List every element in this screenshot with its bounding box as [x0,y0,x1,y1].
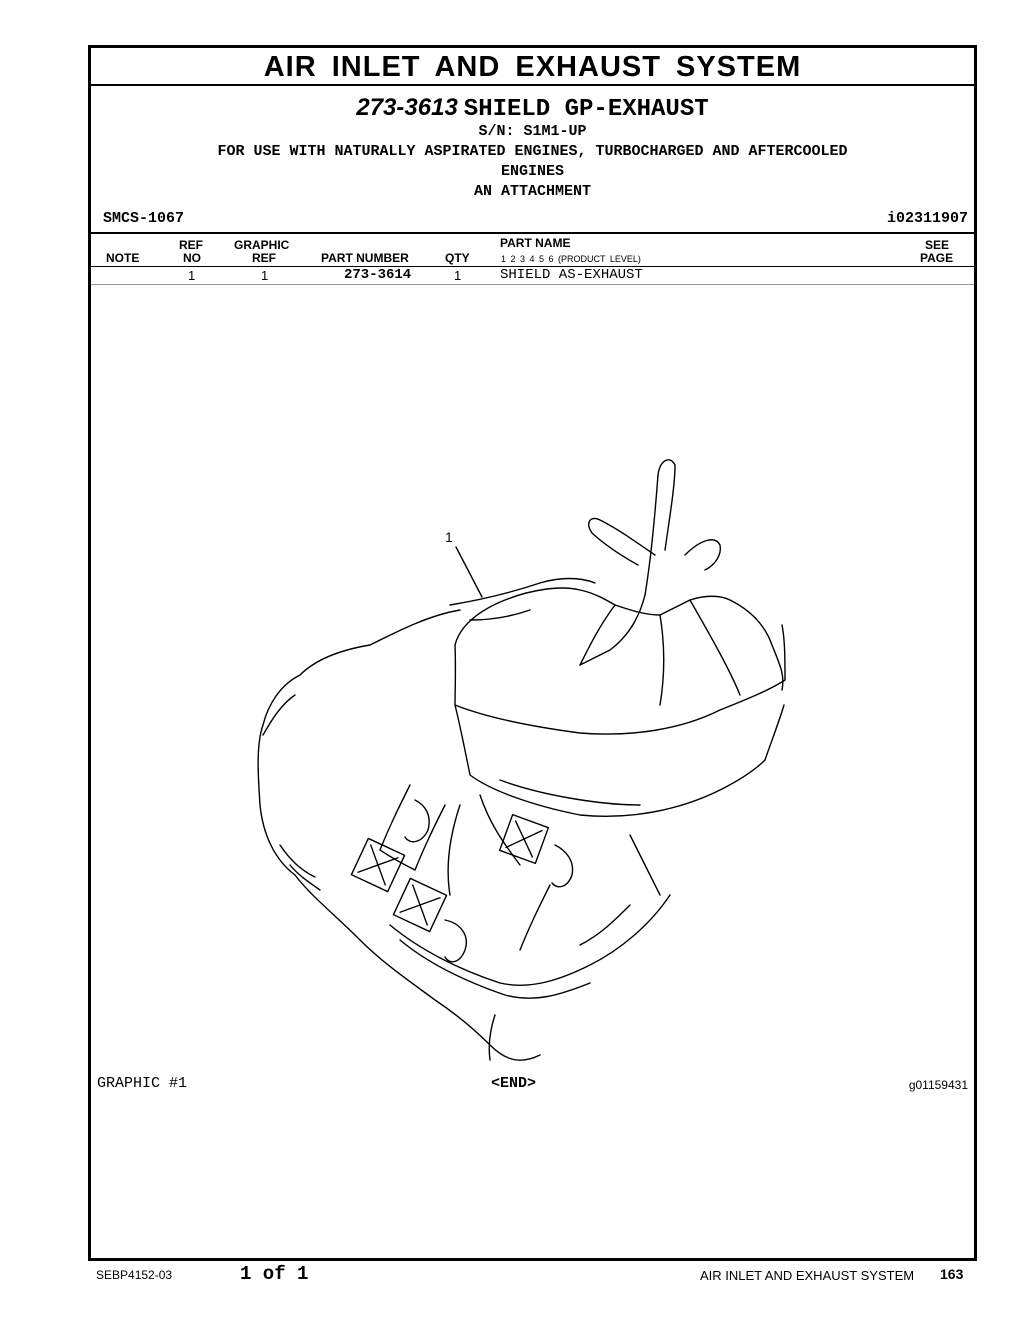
document-id: i02311907 [886,210,968,227]
header-rule [91,232,974,234]
col-see-top: SEE [925,238,950,252]
row-part-name: SHIELD AS-EXHAUST [500,267,643,283]
footer-section: AIR INLET AND EXHAUST SYSTEM [700,1268,915,1283]
col-note: NOTE [106,251,140,265]
row-ref-no: 1 [188,268,196,283]
col-graphic-bottom: REF [252,251,276,265]
row-qty: 1 [454,268,462,283]
col-part-name: PART NAME [500,236,571,250]
callout-leader [455,546,483,598]
col-part-number: PART NUMBER [321,251,409,265]
section-title: AIR INLET AND EXHAUST SYSTEM [91,48,974,86]
row-part-number: 273-3614 [344,267,412,283]
usage-line-2: ENGINES [500,163,564,180]
end-marker: <END> [491,1075,537,1092]
buckle-upper-left [350,837,406,893]
footer-page-number: 163 [940,1266,964,1282]
usage-line-1: FOR USE WITH NATURALLY ASPIRATED ENGINES… [217,143,848,160]
page-frame: AIR INLET AND EXHAUST SYSTEM 273-3613 SH… [88,45,977,1261]
serial-number: S/N: S1M1-UP [478,123,587,140]
graphic-label: GRAPHIC #1 [97,1075,188,1092]
col-see-bottom: PAGE [920,251,954,265]
table-row-rule [91,284,974,285]
buckle-right [498,813,550,865]
footer-page-of: 1 of 1 [240,1263,309,1285]
group-heading: 273-3613 SHIELD GP-EXHAUST [91,94,974,123]
exhaust-shield-illustration: 1 [257,459,786,1061]
table-header-rule [91,266,974,267]
col-product-levels: 1 2 3 4 5 6 (PRODUCT LEVEL) [501,254,641,264]
buckle-lower-left [392,877,448,933]
graphic-id: g01159431 [908,1078,968,1092]
row-graphic-ref: 1 [261,268,269,283]
col-graphic-top: GRAPHIC [234,238,290,252]
col-ref-top: REF [179,238,203,252]
col-qty: QTY [445,251,470,265]
callout-number: 1 [445,529,453,545]
group-part-number: 273-3613 [356,94,458,121]
col-ref-bottom: NO [183,251,201,265]
group-name: SHIELD GP-EXHAUST [463,96,709,123]
footer-doc-number: SEBP4152-03 [96,1268,173,1282]
smcs-code: SMCS-1067 [103,210,185,227]
usage-line-3: AN ATTACHMENT [473,183,592,200]
